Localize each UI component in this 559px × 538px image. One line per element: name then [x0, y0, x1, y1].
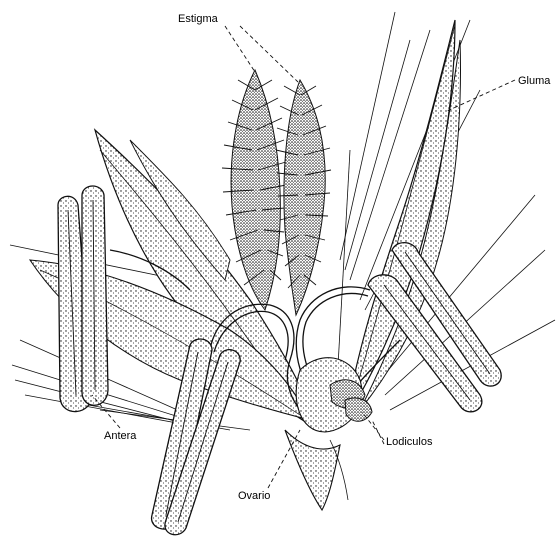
stigma-left: [222, 70, 286, 310]
label-gluma: Gluma: [518, 76, 550, 87]
label-ovario: Ovario: [238, 491, 270, 502]
label-lodiculos: Lodiculos: [386, 437, 432, 448]
leader-lodiculos-a: [362, 412, 384, 440]
anther-left-b: [82, 186, 108, 405]
leader-estigma-a: [225, 26, 255, 72]
label-estigma: Estigma: [178, 14, 218, 25]
leader-ovario: [268, 430, 300, 488]
stigma-right: [276, 80, 331, 315]
label-antera: Antera: [104, 431, 136, 442]
leader-estigma-b: [240, 26, 298, 82]
